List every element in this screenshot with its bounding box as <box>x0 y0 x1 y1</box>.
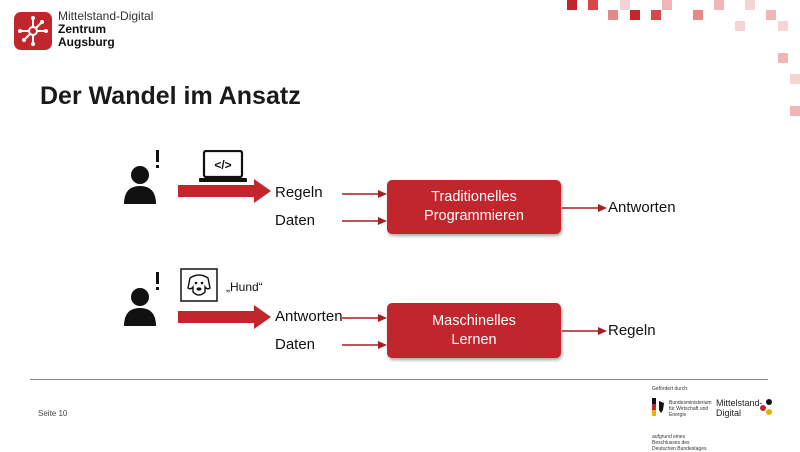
row2-input-antworten: Antworten <box>275 308 343 325</box>
logo-text: Mittelstand-Digital Zentrum Augsburg <box>58 10 153 49</box>
footer-divider <box>30 379 768 380</box>
process-box-maschinell: Maschinelles Lernen <box>387 303 561 358</box>
row1-input-regeln: Regeln <box>275 184 323 201</box>
row1-input-daten: Daten <box>275 212 316 229</box>
person-icon <box>124 150 159 204</box>
process-label-traditionell: Traditionelles Programmieren <box>424 189 524 224</box>
row2-input-arrows <box>342 314 387 349</box>
logo-line-2: Zentrum <box>58 22 106 36</box>
md-logo-text: Mittelstand- Digital <box>716 398 763 418</box>
big-arrow-2 <box>178 305 271 329</box>
resolution-label: aufgrund eines Beschlusses des Deutschen… <box>652 434 707 452</box>
row2-input-daten: Daten <box>275 336 316 353</box>
row1-output-arrow <box>562 204 607 212</box>
row2-output-regeln: Regeln <box>608 322 656 339</box>
row1-output-antworten: Antworten <box>608 199 676 216</box>
person-icon <box>124 272 159 326</box>
big-arrow-1 <box>178 179 271 203</box>
slide-title: Der Wandel im Ansatz <box>40 82 301 110</box>
funded-by-label: Gefördert durch: <box>652 386 689 392</box>
process-box-traditionell: Traditionelles Programmieren <box>387 180 561 234</box>
logo-line-1: Mittelstand-Digital <box>58 9 154 23</box>
laptop-code-icon: </> <box>199 150 247 182</box>
logo-line-3: Augsburg <box>58 35 115 49</box>
row1-input-arrows <box>342 190 387 225</box>
hund-quote: „Hund“ <box>226 280 263 294</box>
page-number: Seite 10 <box>38 409 68 418</box>
dog-picture-icon <box>180 268 218 302</box>
row2-output-arrow <box>562 327 607 335</box>
ministry-label: Bundesministerium für Wirtschaft und Ene… <box>669 400 712 418</box>
process-label-maschinell: Maschinelles Lernen <box>432 312 516 348</box>
md-dots-icon <box>760 399 772 415</box>
md-line-2: Digital <box>716 408 742 418</box>
federal-eagle-icon <box>652 398 664 416</box>
code-glyph: </> <box>214 158 231 172</box>
zentrum-logo-icon <box>14 12 52 50</box>
md-line-1: Mittelstand- <box>716 398 763 408</box>
